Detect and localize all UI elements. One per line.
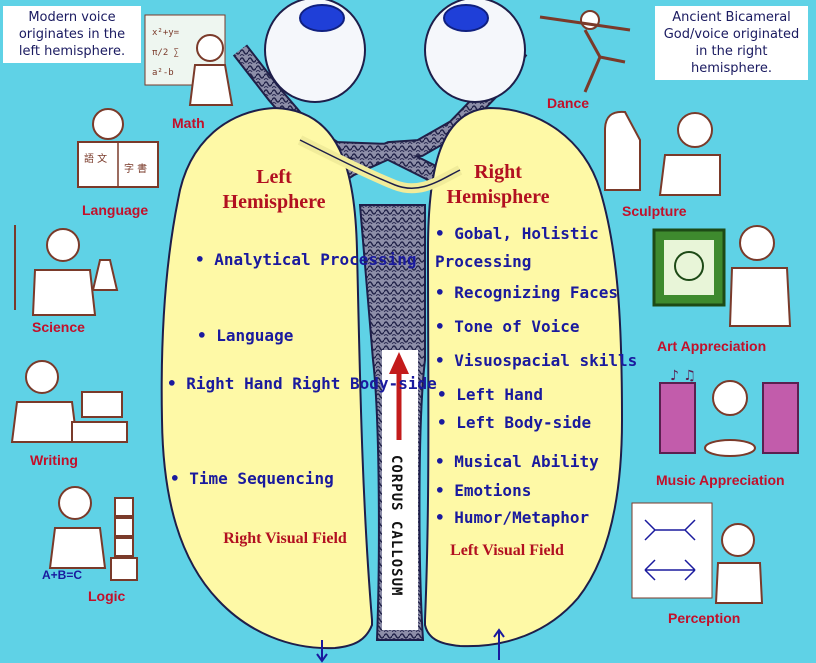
svg-text:字 書: 字 書 (124, 162, 147, 175)
right-visual-field: Right Visual Field (223, 530, 347, 547)
svg-text:語 文: 語 文 (84, 152, 107, 165)
skill-math: Math (172, 115, 205, 131)
skill-science: Science (32, 319, 85, 335)
perception-icon (631, 502, 764, 604)
svg-text:x²+y=: x²+y= (152, 28, 180, 38)
skill-dance: Dance (547, 95, 590, 111)
arrow-up-small-icon (493, 628, 505, 660)
note-ancient-voice: Ancient Bicameral God/voice originated i… (655, 6, 808, 80)
left-item-time: • Time Sequencing (170, 469, 334, 488)
left-visual-field: Left Visual Field (450, 542, 564, 559)
left-item-right-side: • Right Hand Right Body-side (167, 374, 437, 393)
right-item-humor: • Humor/Metaphor (435, 508, 590, 527)
skill-art-appreciation: Art Appreciation (657, 338, 767, 354)
eyeball-right-icon (424, 0, 526, 103)
arrow-up-icon (389, 352, 409, 440)
right-item-faces: • Recognizing Faces (435, 283, 619, 302)
art-appreciation-icon (652, 225, 792, 327)
arrow-down-icon (316, 640, 328, 663)
science-person-icon (14, 225, 119, 316)
skill-perception: Perception (668, 610, 741, 626)
skill-writing: Writing (30, 452, 78, 468)
left-hemisphere-title: Left Hemisphere (222, 166, 326, 213)
logic-formula: A+B=C (42, 568, 83, 582)
left-item-analytical: • Analytical Processing (195, 250, 417, 269)
note-modern-voice: Modern voice originates in the left hemi… (3, 6, 141, 63)
right-item-gobal: • Gobal, Holistic Processing (435, 224, 599, 271)
skill-language: Language (82, 202, 149, 218)
skill-sculpture: Sculpture (622, 203, 687, 219)
svg-text:♪ ♫: ♪ ♫ (670, 368, 696, 384)
skill-music-appreciation: Music Appreciation (656, 472, 785, 488)
left-item-language: • Language (197, 326, 294, 345)
logic-person-icon (48, 486, 138, 581)
corpus-callosum-label: CORPUS CALLOSUM (388, 455, 404, 597)
right-item-left-body: • Left Body-side (437, 413, 592, 432)
eyeball-left-icon (264, 0, 366, 103)
svg-text:π/2 ∑: π/2 ∑ (152, 48, 179, 58)
right-item-left-hand: • Left Hand (437, 385, 543, 404)
right-hemisphere-shape (424, 106, 624, 648)
right-item-emotions: • Emotions (435, 481, 532, 500)
svg-text:a²-b: a²-b (152, 68, 174, 78)
right-item-musical: • Musical Ability (435, 452, 599, 471)
writing-person-icon (10, 360, 128, 443)
left-hemisphere-shape (160, 106, 373, 650)
language-person-icon: 語 文 字 書 (77, 108, 159, 188)
dance-person-icon (539, 10, 631, 93)
skill-logic: Logic (88, 588, 126, 604)
math-person-icon: x²+y= π/2 ∑ a²-b (144, 14, 234, 106)
right-item-visuospacial: • Visuospacial skills (435, 351, 638, 370)
sculpture-person-icon (604, 110, 721, 196)
right-item-tone: • Tone of Voice (435, 317, 580, 336)
right-hemisphere-title: Right Hemisphere (446, 161, 550, 208)
music-appreciation-icon: ♪ ♫ (659, 368, 799, 457)
